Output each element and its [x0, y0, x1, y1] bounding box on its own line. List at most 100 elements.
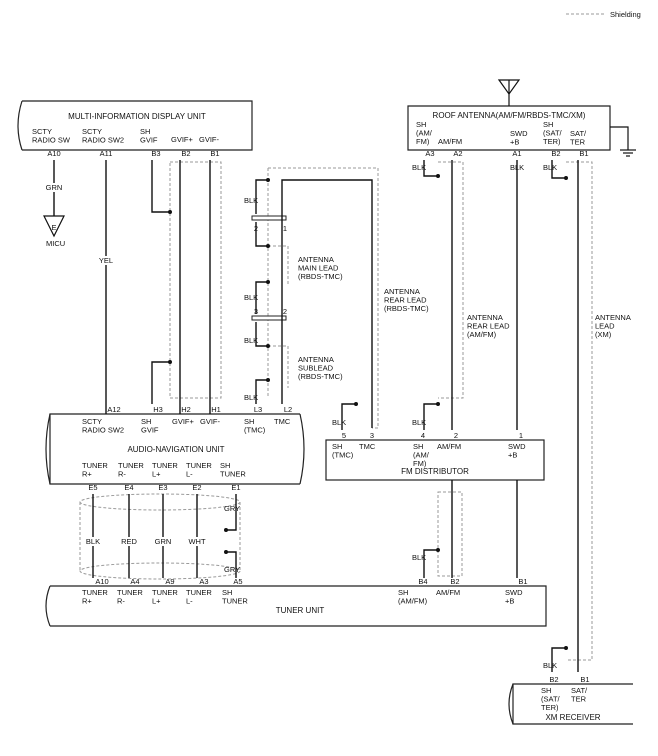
nav-unit-break: [299, 413, 305, 485]
wire-color-label: YEL: [99, 256, 113, 265]
text-line: MAIN LEAD: [298, 263, 339, 272]
text-line: TUNER: [152, 461, 178, 470]
sh-gvif-mid-wire: [151, 160, 170, 213]
nav-pin-number: E2: [192, 483, 201, 492]
fm-distributor-title: FM DISTRIBUTOR: [401, 467, 469, 476]
fm-pin-label: SWD+B: [508, 442, 526, 459]
fm-distributor-box: [325, 439, 545, 481]
wire-color-label: BLK: [543, 163, 557, 172]
wire-color-label: BLK: [244, 196, 258, 205]
antenna-icon: [497, 79, 521, 96]
roof-pin-label: SWD+B: [510, 129, 528, 146]
text-line: SH: [141, 417, 151, 426]
wire-color-label: WHT: [188, 537, 205, 546]
tuner-pin-label: SWD+B: [505, 588, 523, 605]
gvif-shield: [169, 161, 222, 399]
text-line: SH: [398, 588, 408, 597]
nav-unit-box: [49, 413, 300, 485]
text-line: FM): [416, 137, 430, 146]
tuner-pin-number: A4: [130, 577, 139, 586]
xm-pin-number: B1: [580, 675, 589, 684]
tuner-pin-label: AM/FM: [436, 588, 460, 597]
label-backdrop: [94, 256, 118, 265]
fm-sh-tmc-wire: [341, 403, 356, 430]
amfm-shield-tuner: [437, 491, 463, 577]
mid-unit-break: [17, 100, 23, 151]
nav-pin-label: GVIF-: [200, 417, 221, 426]
wire-color-label: BLK: [510, 163, 524, 172]
splice-dot: [564, 646, 568, 650]
mid-pin-label: GVIF-: [199, 135, 220, 144]
text-line: R+: [82, 469, 92, 478]
nav-pin-label: GVIF+: [172, 417, 195, 426]
xm-shield: [566, 161, 593, 661]
text-line: RADIO SW2: [82, 425, 124, 434]
tuner-sh-amfm-wire: [423, 549, 438, 578]
splice-dot: [168, 210, 172, 214]
nav-pin-label: TMC: [274, 417, 291, 426]
fm-pin-number: 2: [454, 431, 458, 440]
mid-unit-box: [22, 100, 253, 151]
tuner-unit-break: [45, 585, 51, 627]
text-line: SWD: [505, 588, 523, 597]
text-line: TUNER: [117, 588, 143, 597]
tmc-sh-wire-4: [255, 322, 268, 347]
tmc-sh-wire-3: [255, 281, 268, 314]
text-line: (AM/: [413, 450, 430, 459]
nav-pin-number: E5: [88, 483, 97, 492]
lead-connector-1: [251, 215, 287, 221]
text-line: +B: [510, 137, 519, 146]
tuner-unit-box: [50, 585, 547, 627]
mid-unit-title: MULTI-INFORMATION DISPLAY UNIT: [68, 112, 206, 121]
roof-sh-sat-wire: [551, 160, 566, 179]
amfm-shield-roof: [438, 161, 464, 399]
tuner-shield-bottom: [79, 562, 241, 580]
text-line: ANTENNA: [595, 313, 631, 322]
tuner-unit-title: TUNER UNIT: [276, 606, 325, 615]
text-line: SH: [413, 442, 423, 451]
wire-color-label: BLK: [244, 336, 258, 345]
splice-dot: [266, 378, 270, 382]
text-line: TER): [541, 703, 559, 712]
wire-color-label: BLK: [244, 293, 258, 302]
roof-pin-label: AM/FM: [438, 137, 462, 146]
text-line: SH: [541, 686, 551, 695]
text-line: TUNER: [186, 461, 212, 470]
text-line: +B: [505, 596, 514, 605]
roof-pin-label: SAT/TER: [570, 129, 587, 146]
text-line: TER: [570, 137, 586, 146]
text-line: SUBLEAD: [298, 363, 334, 372]
text-line: L+: [152, 469, 161, 478]
label-backdrop: [82, 537, 106, 546]
sh-gvif-nav-wire: [151, 361, 170, 404]
splice-dot: [354, 402, 358, 406]
splice-dot: [436, 174, 440, 178]
tmc-sh-wire-2: [255, 222, 268, 247]
text-line: ANTENNA: [384, 287, 420, 296]
fm-pin-labels: 5 3 4 2 1 SH(TMC) TMC SH(AM/FM) AM/FM SW…: [332, 431, 526, 468]
fm-pin-label: TMC: [359, 442, 376, 451]
wire-color-label: BLK: [244, 393, 258, 402]
tmc-sh-wire-5: [255, 379, 268, 404]
wire-color-label: GRN: [46, 183, 63, 192]
xm-receiver-title: XM RECEIVER: [545, 713, 600, 722]
text-line: (TMC): [332, 450, 354, 459]
text-line: SH: [416, 120, 426, 129]
wire-color-label: BLK: [543, 661, 557, 670]
text-line: SH: [140, 127, 150, 136]
text-line: TUNER: [152, 588, 178, 597]
main-lead-shield-tip: [268, 245, 289, 286]
xm-pin-label: SAT/TER: [571, 686, 588, 703]
fm-pin-number: 4: [421, 431, 425, 440]
text-line: RADIO SW2: [82, 135, 124, 144]
